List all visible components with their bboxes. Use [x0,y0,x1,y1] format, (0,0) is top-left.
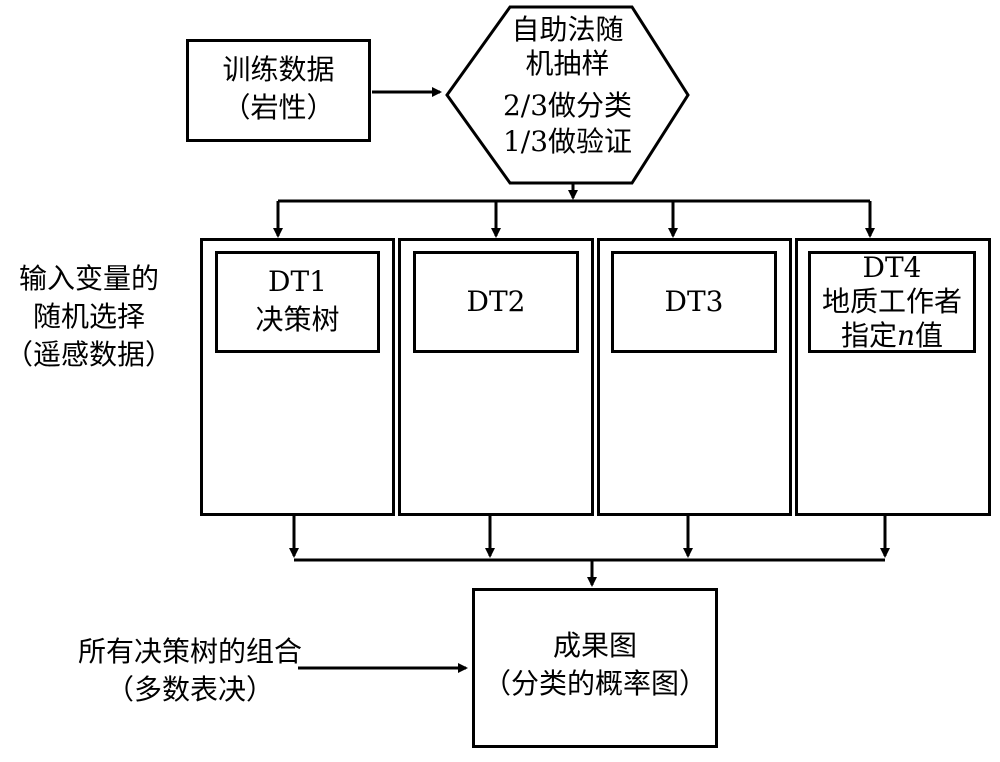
random-vars-label-2: 随机选择 [32,300,145,333]
training-data-label-2: （岩性） [222,91,335,124]
dt1-title-box [215,251,380,353]
bootstrap-hexagon [445,5,690,185]
dt4-line3-var: n [896,319,916,352]
result-label-1: 成果图 [552,629,637,662]
combination-label-1: 所有决策树的组合 [77,635,302,668]
bootstrap-label-4: 1/3做验证 [502,125,633,158]
bootstrap-label-2: 机抽样 [525,47,610,80]
training-data-label-1: 训练数据 [222,53,335,86]
dt4-line3-post: 值 [915,319,944,352]
dt3-title: DT3 [664,285,724,318]
training-data-box [186,39,371,142]
dt2-title-box [413,251,579,353]
random-vars-label-3: （遥感数据） [4,338,173,371]
dt1-title: DT1 [268,265,327,298]
bootstrap-label-3: 2/3做分类 [502,89,633,122]
dt2-title: DT2 [466,285,526,318]
result-label-2: （分类的概率图） [482,667,707,700]
combination-label-2: （多数表决） [105,673,274,706]
result-box [472,588,718,748]
dt1-subtitle: 决策树 [255,303,340,336]
dt4-line2: 地质工作者 [821,285,962,318]
dt4-title: DT4 [862,251,922,284]
dt3-title-box [611,251,777,353]
dt4-line3: 指定n值 [808,320,976,352]
random-vars-label-1: 输入变量的 [18,262,159,295]
bootstrap-label-1: 自助法随 [511,13,624,46]
dt4-line3-pre: 指定 [840,319,897,352]
dt4-title-box [808,251,976,353]
